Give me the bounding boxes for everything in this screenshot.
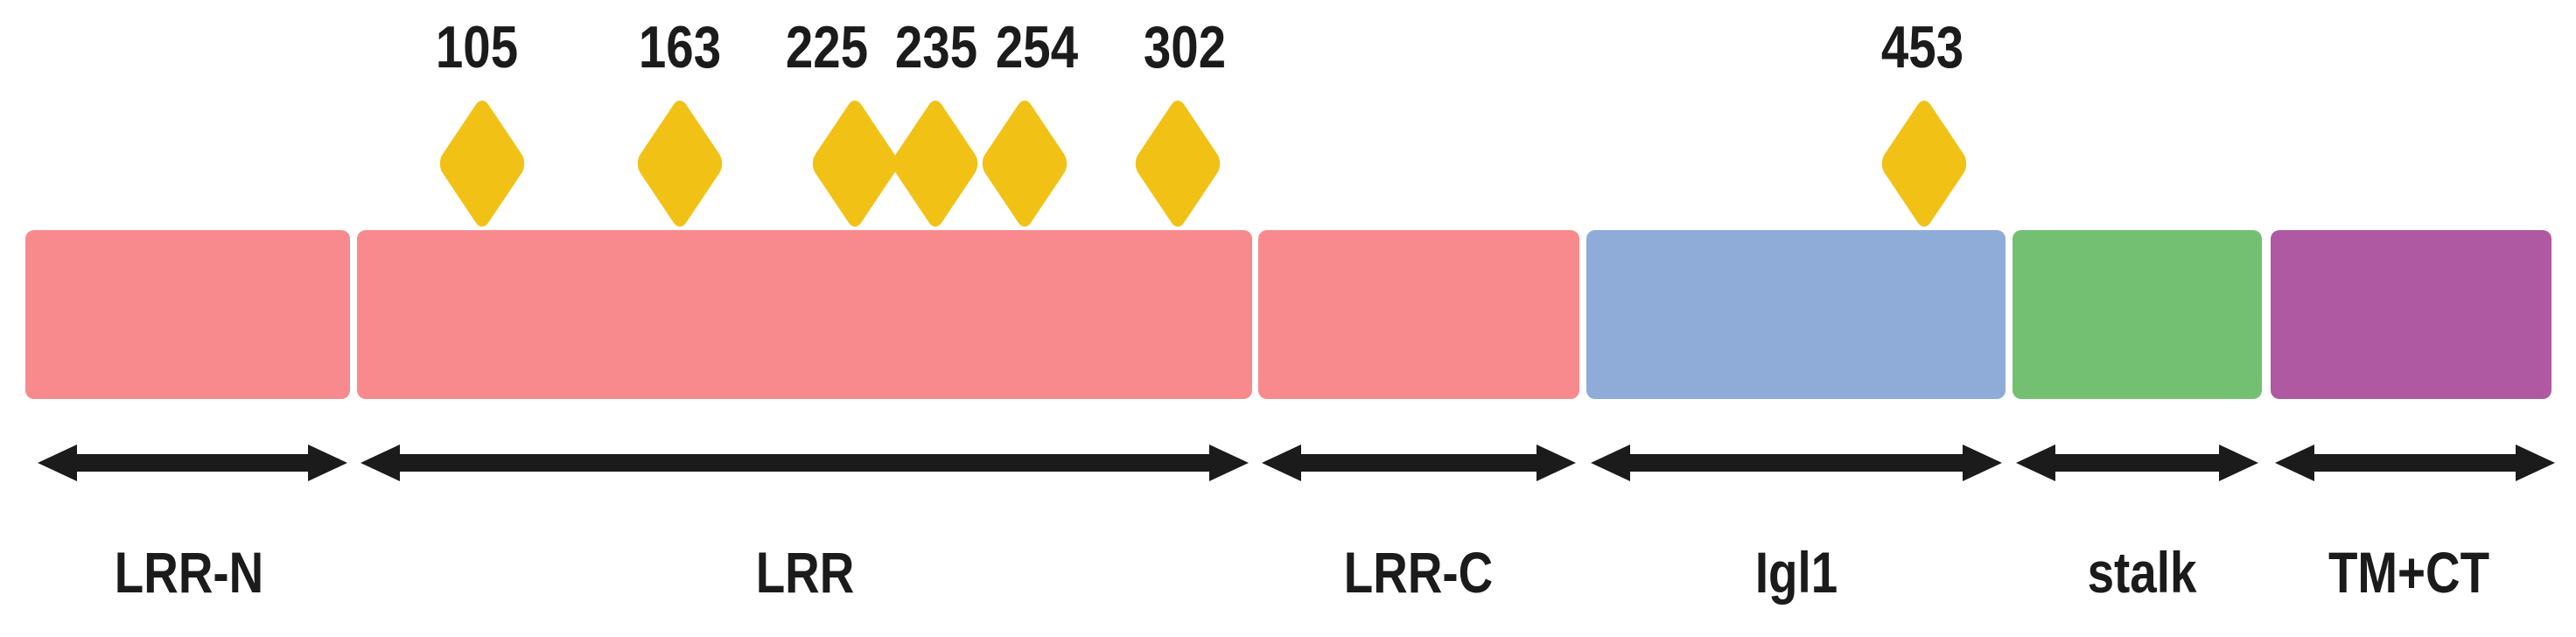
glycosylation-site-diamond-icon <box>436 94 528 232</box>
domain-label-igl1: Igl1 <box>1754 540 1838 605</box>
arrowhead-left-icon <box>38 444 77 481</box>
site-number-label: 235 <box>894 14 978 80</box>
domain-segment-lrr-n <box>25 230 350 399</box>
arrowhead-right-icon <box>1536 444 1576 481</box>
arrowhead-left-icon <box>2016 444 2055 481</box>
arrowhead-left-icon <box>360 444 400 481</box>
domain-segment-igl1 <box>1586 230 2006 399</box>
glycosylation-site-diamond-icon <box>978 94 1071 232</box>
domain-segment-stalk <box>2012 230 2262 399</box>
extent-arrow-lrr-c <box>1262 444 1576 481</box>
glycosylation-site-diamond-icon <box>634 94 726 232</box>
site-number-label: 254 <box>995 14 1079 80</box>
arrowhead-left-icon <box>2275 444 2314 481</box>
glycosylation-site-diamond-icon <box>889 94 982 232</box>
arrowhead-right-icon <box>2219 444 2258 481</box>
arrow-shaft <box>2306 454 2524 472</box>
domain-label-lrr: LRR <box>755 540 855 605</box>
arrow-shaft <box>1293 454 1544 472</box>
glycosylation-site-diamond-icon <box>808 94 901 232</box>
arrow-shaft <box>69 454 316 472</box>
extent-arrow-lrr-n <box>38 444 347 481</box>
arrowhead-left-icon <box>1262 444 1301 481</box>
arrowhead-left-icon <box>1591 444 1630 481</box>
glycosylation-site-diamond-icon <box>1131 94 1224 232</box>
arrowhead-right-icon <box>308 444 347 481</box>
glycosylation-site-diamond-icon <box>1878 94 1970 232</box>
site-number-label: 105 <box>435 14 519 80</box>
domain-label-tm-ct: TM+CT <box>2328 540 2490 605</box>
domain-label-stalk: stalk <box>2087 540 2197 605</box>
domain-segment-tm-ct <box>2271 230 2552 399</box>
site-number-label: 163 <box>638 14 722 80</box>
site-number-label: 302 <box>1143 14 1227 80</box>
domain-label-lrr-n: LRR-N <box>114 540 264 605</box>
site-number-label: 225 <box>785 14 869 80</box>
arrow-shaft <box>2048 454 2227 472</box>
domain-label-lrr-c: LRR-C <box>1343 540 1494 605</box>
extent-arrow-lrr <box>360 444 1249 481</box>
extent-arrow-stalk <box>2016 444 2258 481</box>
domain-segment-lrr <box>357 230 1252 399</box>
extent-arrow-igl1 <box>1591 444 2002 481</box>
site-number-label: 453 <box>1880 14 1964 80</box>
arrow-shaft <box>1622 454 1970 472</box>
arrowhead-right-icon <box>1209 444 1249 481</box>
arrowhead-right-icon <box>1963 444 2002 481</box>
arrow-shaft <box>392 454 1217 472</box>
domain-segment-lrr-c <box>1258 230 1579 399</box>
arrowhead-right-icon <box>2516 444 2555 481</box>
extent-arrow-tm-ct <box>2275 444 2555 481</box>
